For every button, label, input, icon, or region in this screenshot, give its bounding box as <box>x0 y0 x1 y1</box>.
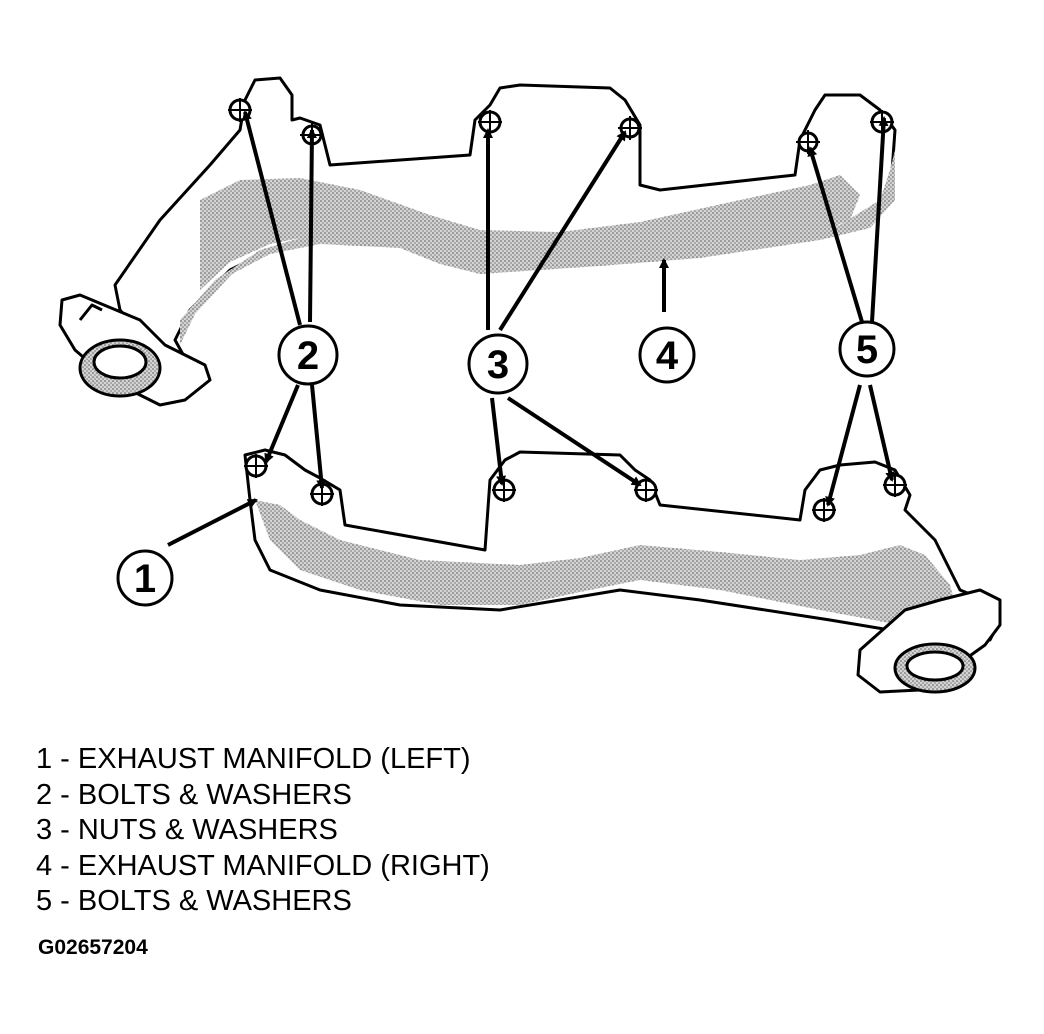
exhaust-manifold-diagram: 1 2 3 4 5 <box>58 76 1002 694</box>
callout-2-number: 2 <box>297 334 319 378</box>
legend-item-4: 4 - EXHAUST MANIFOLD (RIGHT) <box>36 849 490 882</box>
legend-item-3: 3 - NUTS & WASHERS <box>36 814 338 846</box>
callout-3: 3 <box>467 333 529 395</box>
legend-item-2: 2 - BOLTS & WASHERS <box>36 778 352 811</box>
leader-lines <box>167 110 896 547</box>
left-exhaust-manifold <box>243 448 1002 694</box>
callout-1-number: 1 <box>134 557 156 601</box>
callout-5: 5 <box>838 320 896 378</box>
legend-item-5: 5 - BOLTS & WASHERS <box>36 885 352 917</box>
callout-1: 1 <box>116 549 174 607</box>
callout-4-number: 4 <box>656 334 679 378</box>
figure-id: G02657204 <box>38 936 148 959</box>
callout-2: 2 <box>277 324 339 386</box>
callout-3-number: 3 <box>487 343 509 387</box>
legend: 1 - EXHAUST MANIFOLD (LEFT) 2 - BOLTS & … <box>36 742 490 920</box>
legend-item-1: 1 - EXHAUST MANIFOLD (LEFT) <box>36 743 471 775</box>
callout-5-number: 5 <box>856 328 878 372</box>
callout-4: 4 <box>638 326 696 384</box>
